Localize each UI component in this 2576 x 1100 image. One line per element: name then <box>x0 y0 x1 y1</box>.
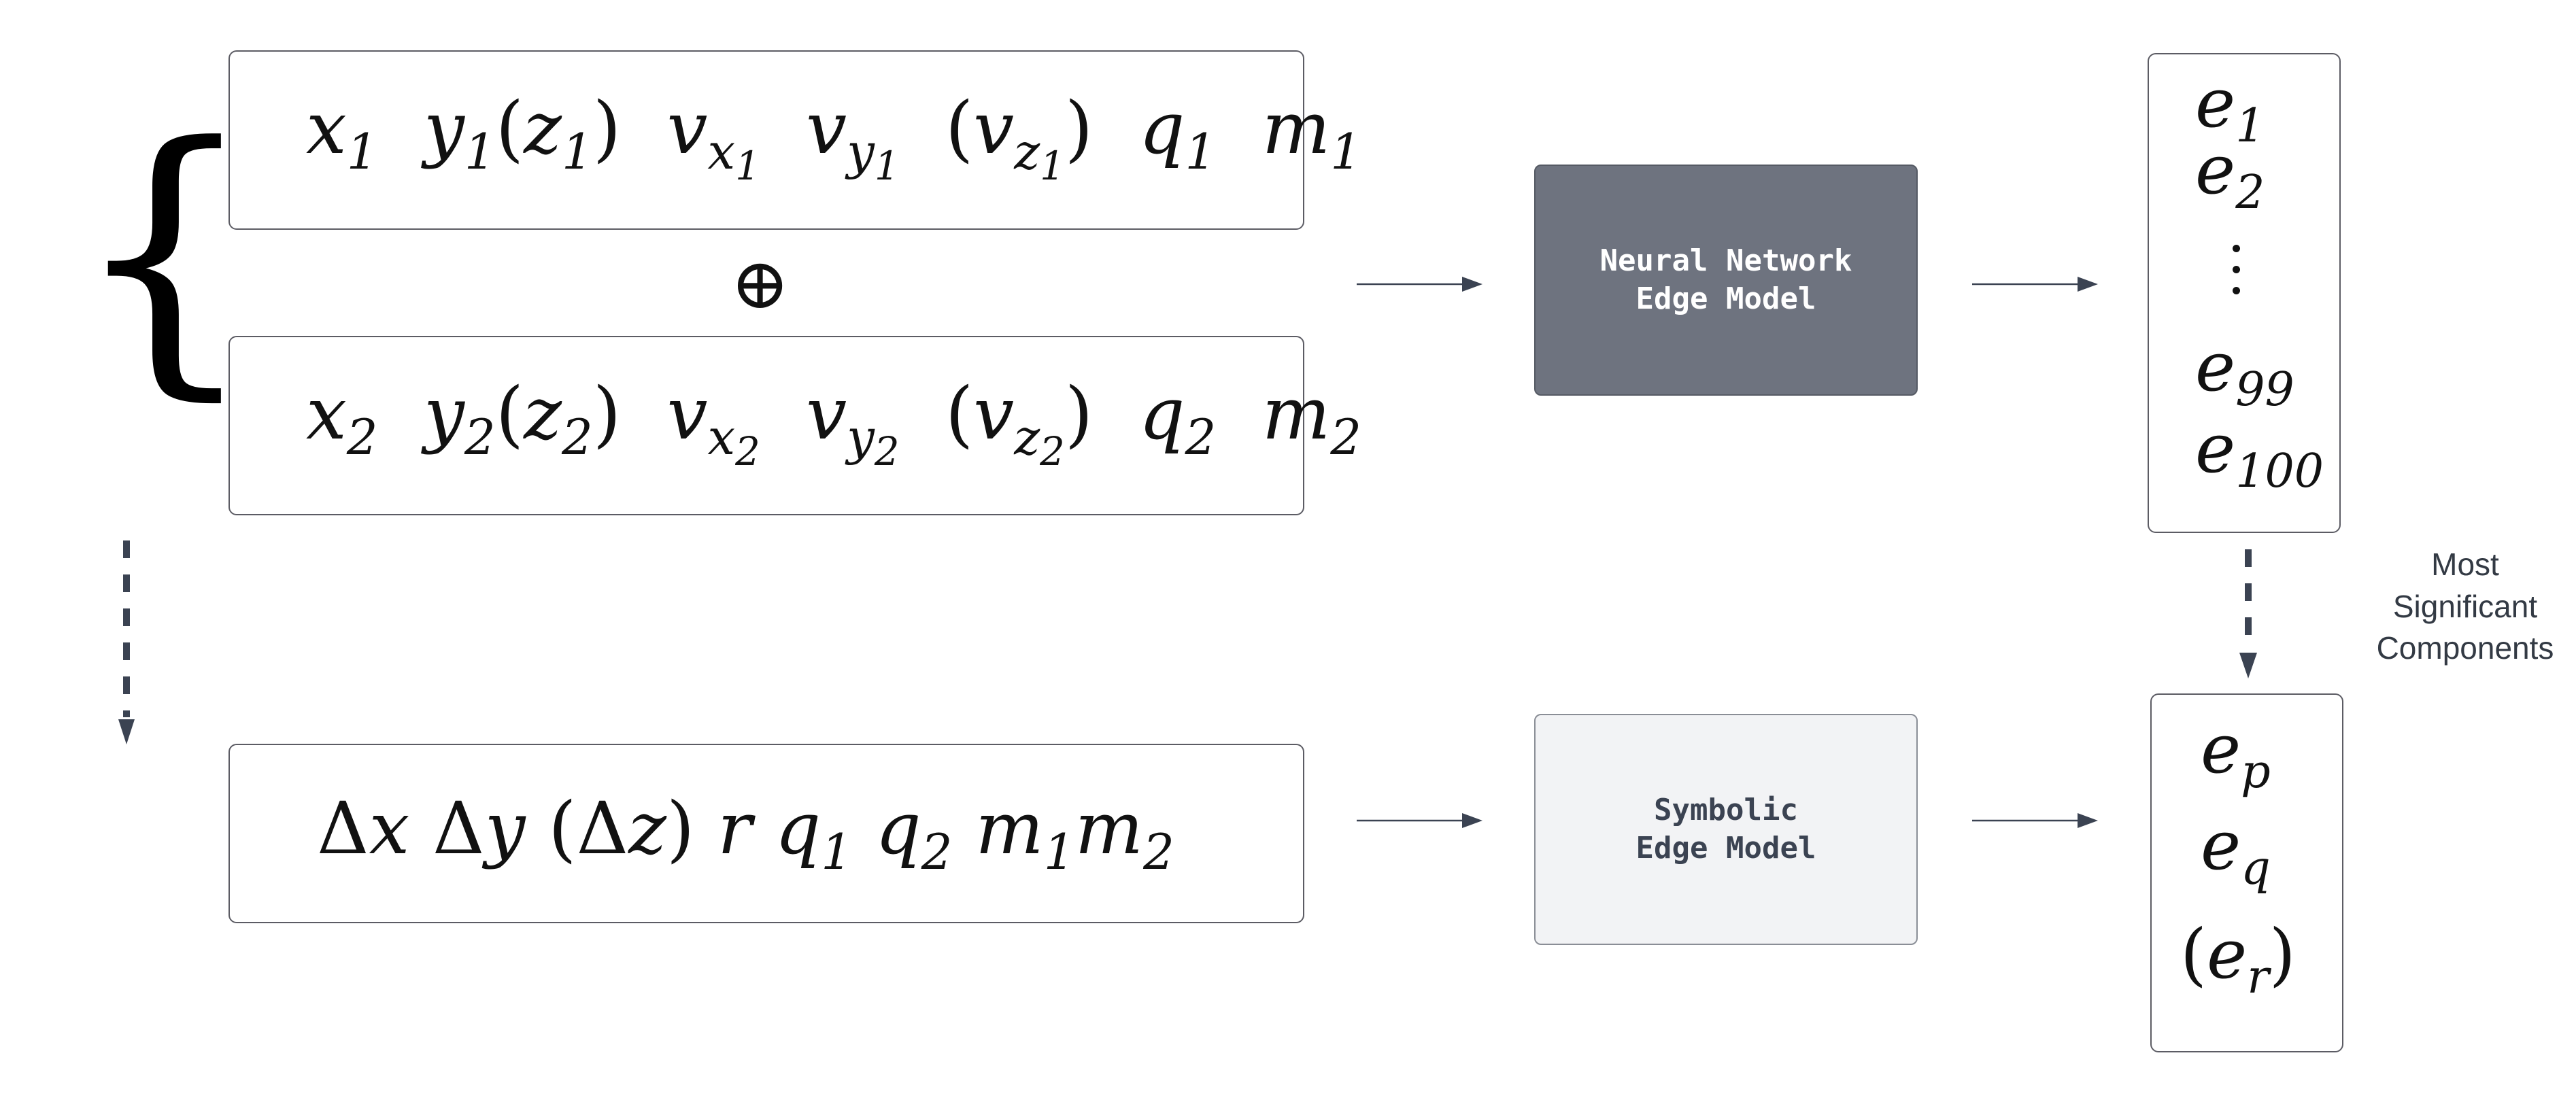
output-ep: ep <box>2201 709 2271 799</box>
particle-1-features: x1 y1(z1) vx1 vy1 (vz1) q1 m1 <box>306 86 1362 190</box>
left-brace-icon: { <box>71 85 258 425</box>
output-er: (er) <box>2180 914 2296 1004</box>
particle-2-features: x2 y2(z2) vx2 vy2 (vz2) q2 m2 <box>306 372 1362 475</box>
symbolic-input-box <box>228 744 1304 923</box>
arrow-head <box>2239 653 2257 678</box>
neural-outputs-box <box>2148 53 2341 533</box>
particle-2-box <box>228 336 1304 515</box>
output-e1: e1 <box>2195 63 2265 153</box>
arrow-head <box>118 719 135 744</box>
symbolic-edge-model: Symbolic Edge Model <box>1534 714 1918 945</box>
output-e99: e99 <box>2195 327 2294 417</box>
arrow-head <box>1462 277 1482 292</box>
arrow-head <box>2078 277 2098 292</box>
neural-network-edge-model: Neural Network Edge Model <box>1534 165 1918 396</box>
arrow-head <box>1462 813 1482 828</box>
output-e2: e2 <box>2195 130 2265 220</box>
particle-1-box <box>228 50 1304 230</box>
output-e100: e100 <box>2195 409 2324 498</box>
arrow-head <box>2078 813 2098 828</box>
vertical-ellipsis-icon <box>2233 245 2240 308</box>
symbolic-outputs-box <box>2150 693 2343 1052</box>
concat-operator-icon: ⊕ <box>730 242 790 325</box>
symbolic-input-features: Δx Δy (Δz) r q1 q2 m1m2 <box>317 787 1175 881</box>
output-eq: eq <box>2201 806 2271 895</box>
most-significant-components-label: Most Significant Components <box>2376 547 2554 666</box>
